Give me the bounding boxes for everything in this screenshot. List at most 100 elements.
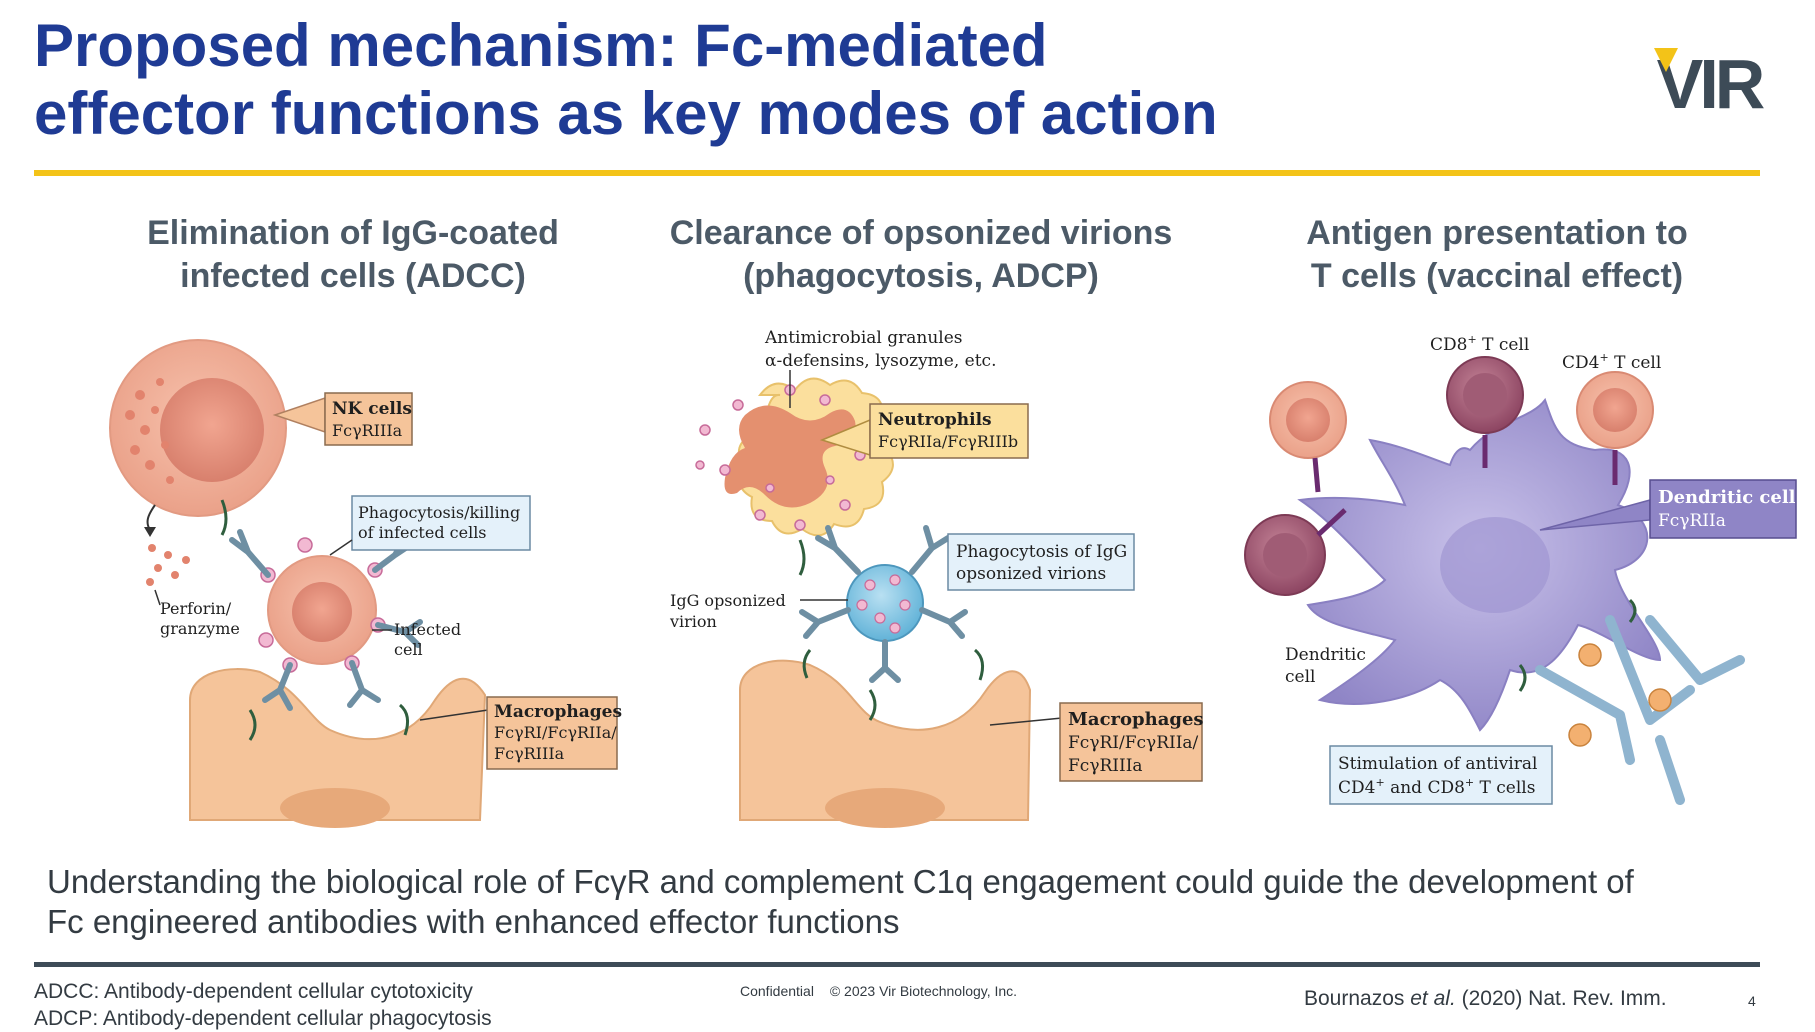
panel-adcp: Antimicrobial granules α-defensins, lyso… bbox=[669, 328, 1204, 828]
vir-logo-text: VIR bbox=[1657, 48, 1765, 114]
adcp-macrophages-receptors-2: FcγRIIIa bbox=[1068, 756, 1143, 776]
adcp-macrophages-label: Macrophages bbox=[1068, 709, 1204, 730]
slide-title-line-1: Proposed mechanism: Fc-mediated bbox=[34, 12, 1048, 79]
virion-label-line-1: IgG opsonized bbox=[670, 591, 786, 610]
nk-cells-label-box bbox=[324, 392, 413, 446]
slide-title: Proposed mechanism: Fc-mediated effector… bbox=[34, 12, 1454, 148]
stim-cd4: CD4 bbox=[1338, 778, 1375, 798]
nk-granules bbox=[125, 378, 174, 484]
granules-label-line-2: α-defensins, lysozyme, etc. bbox=[765, 351, 996, 371]
adcc-macrophages-label-box bbox=[486, 696, 618, 770]
adcp-phagocytosis-label-line-2: opsonized virions bbox=[956, 564, 1106, 584]
copyright-label: © 2023 Vir Biotechnology, Inc. bbox=[829, 983, 1018, 999]
tcr-mhc-contacts bbox=[1312, 435, 1618, 537]
nk-receptor-label: FcγRIIIa bbox=[332, 421, 403, 440]
stim-cd8-superscript: + bbox=[1465, 776, 1474, 789]
adcc-phagocytosis-label-line-1: Phagocytosis/killing bbox=[358, 503, 520, 522]
vir-logo-accent bbox=[1654, 48, 1678, 72]
confidentiality-note: Confidential © 2023 Vir Biotechnology, I… bbox=[740, 983, 1029, 999]
abbreviations: ADCC: Antibody-dependent cellular cytoto… bbox=[34, 978, 492, 1032]
stimulation-label-line-2: CD4+ and CD8+ T cells bbox=[1338, 776, 1535, 798]
panel-heading-adcc-line-1: Elimination of IgG-coated bbox=[147, 214, 559, 252]
panel-heading-vaccinal-line-1: Antigen presentation to bbox=[1306, 214, 1688, 252]
adcp-macrophages-receptors-1: FcγRI/FcγRIIa/ bbox=[1068, 733, 1199, 753]
adcc-macrophages-receptors-2: FcγRIIIa bbox=[494, 744, 565, 763]
dendritic-cell-label-line-1: Dendritic bbox=[1285, 645, 1366, 665]
perforin-leader bbox=[154, 589, 161, 606]
cd8-t-cell-left-nucleus bbox=[1263, 533, 1307, 577]
perforin-label-line-2: granzyme bbox=[160, 619, 240, 638]
dendritic-cell-label-line-2: cell bbox=[1285, 667, 1315, 687]
adcc-macrophages-receptors-1: FcγRI/FcγRIIa/ bbox=[494, 723, 617, 742]
igg-antibodies-adcc bbox=[229, 529, 423, 711]
adcp-macrophages-label-box bbox=[1059, 702, 1203, 782]
cd8-label-superscript: + bbox=[1467, 333, 1476, 346]
panel-heading-vaccinal: Antigen presentation to T cells (vaccina… bbox=[1227, 212, 1767, 298]
fc-receptors-dc bbox=[1518, 598, 1637, 692]
neutrophils-label-box bbox=[869, 403, 1029, 459]
cd8-t-cell-top-nucleus bbox=[1463, 373, 1507, 417]
macrophage-nucleus-adcp bbox=[825, 788, 945, 828]
dendritic-cell-box-label: Dendritic cell bbox=[1658, 487, 1796, 508]
adcp-phagocytosis-label-box bbox=[947, 533, 1135, 591]
panel-adcc: NK cells FcγRIIIa Phagocytosis/killing o… bbox=[109, 339, 622, 828]
cd4-label-superscript: + bbox=[1599, 351, 1608, 364]
immune-complex-antigens bbox=[1568, 643, 1672, 747]
stim-and-cd8: and CD8 bbox=[1385, 778, 1465, 798]
summary-line-2: Fc engineered antibodies with enhanced e… bbox=[47, 903, 900, 940]
cd4-label-suffix: T cell bbox=[1609, 353, 1662, 373]
panel-heading-adcp-line-1: Clearance of opsonized virions bbox=[669, 214, 1173, 252]
confidential-label: Confidential bbox=[740, 983, 814, 999]
adcc-phagocytosis-label-box bbox=[351, 495, 531, 551]
citation: Bournazos et al. (2020) Nat. Rev. Imm. bbox=[1304, 987, 1667, 1011]
cd8-label-prefix: CD8 bbox=[1430, 335, 1467, 355]
dendritic-cell-box-receptor: FcγRIIa bbox=[1658, 511, 1726, 531]
granule-release-arrowhead bbox=[144, 527, 156, 537]
fc-receptors-adcp bbox=[798, 539, 985, 721]
dendritic-cell-label-box bbox=[1649, 479, 1797, 539]
virion-antigens bbox=[856, 574, 911, 634]
abbreviation-adcc: ADCC: Antibody-dependent cellular cytoto… bbox=[34, 980, 473, 1003]
footer-divider bbox=[34, 962, 1760, 967]
slide-title-line-2: effector functions as key modes of actio… bbox=[34, 80, 1218, 147]
vir-logo: VIR bbox=[1654, 48, 1766, 114]
cd4-t-cell-label: CD4+ T cell bbox=[1562, 351, 1661, 373]
adcp-phagocytosis-label-line-1: Phagocytosis of IgG bbox=[956, 542, 1127, 562]
perforin-granules bbox=[146, 544, 190, 586]
perforin-label-line-1: Perforin/ bbox=[160, 599, 232, 618]
neutrophils-label: Neutrophils bbox=[878, 410, 992, 430]
igg-antibodies-adcp bbox=[799, 525, 968, 683]
citation-etal: et al. bbox=[1410, 987, 1456, 1010]
adcc-macrophage-leader bbox=[419, 709, 489, 721]
fc-receptors-adcc bbox=[220, 499, 410, 741]
summary-line-1: Understanding the biological role of Fcγ… bbox=[47, 863, 1634, 900]
granule-release-arrow bbox=[146, 504, 156, 531]
panel-heading-adcc: Elimination of IgG-coated infected cells… bbox=[83, 212, 623, 298]
stimulation-label-box bbox=[1329, 745, 1553, 805]
macrophage-cell-adcp bbox=[739, 659, 1032, 821]
stim-cd4-superscript: + bbox=[1375, 776, 1384, 789]
adcc-phagocytosis-label-line-2: of infected cells bbox=[358, 523, 487, 542]
panel-heading-vaccinal-line-2: T cells (vaccinal effect) bbox=[1310, 257, 1684, 295]
cd8-label-suffix: T cell bbox=[1477, 335, 1530, 355]
adcp-macrophage-leader bbox=[989, 717, 1063, 726]
macrophage-nucleus-adcc bbox=[280, 788, 390, 828]
abbreviation-adcp: ADCP: Antibody-dependent cellular phagoc… bbox=[34, 1007, 492, 1030]
nk-cell-nucleus bbox=[160, 378, 264, 482]
cd4-label-prefix: CD4 bbox=[1562, 353, 1599, 373]
nk-cells-label: NK cells bbox=[332, 399, 412, 419]
infected-cell-label-line-2: cell bbox=[394, 640, 423, 659]
virion-label-line-2: virion bbox=[669, 612, 717, 631]
macrophage-cell-adcc bbox=[189, 668, 487, 821]
infected-cell-label-line-1: Infected bbox=[394, 620, 461, 639]
panel-heading-adcp-line-2: (phagocytosis, ADCP) bbox=[743, 257, 1099, 295]
citation-source: (2020) Nat. Rev. Imm. bbox=[1455, 987, 1667, 1010]
neutrophils-receptor-label: FcγRIIa/FcγRIIIb bbox=[878, 432, 1018, 451]
igg-immune-complex bbox=[1535, 615, 1745, 805]
infected-cell-nucleus bbox=[292, 582, 352, 642]
cd4-t-cell-top-nucleus bbox=[1593, 388, 1637, 432]
granules-label-line-1: Antimicrobial granules bbox=[764, 328, 963, 348]
cd4-t-cell-left-nucleus bbox=[1286, 398, 1330, 442]
stim-t-cells: T cells bbox=[1474, 778, 1535, 798]
